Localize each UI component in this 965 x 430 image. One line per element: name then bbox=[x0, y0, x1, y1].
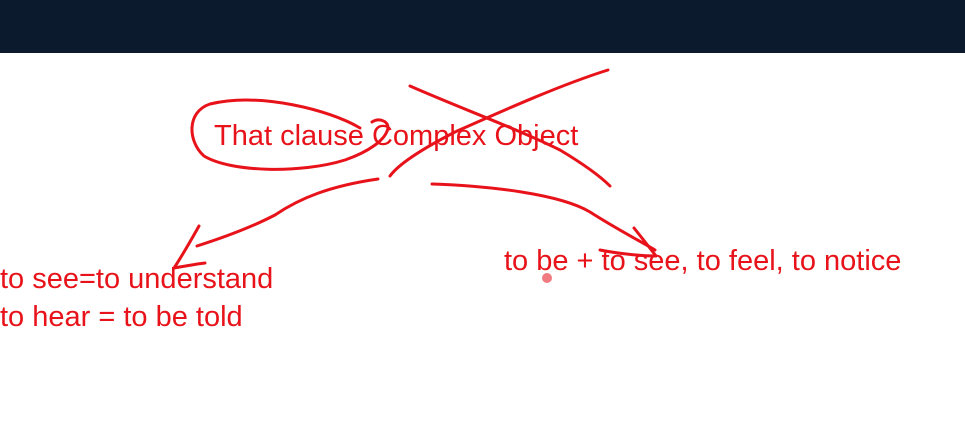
right-text: to be + to see, to feel, to notice bbox=[504, 245, 902, 277]
top-toolbar bbox=[0, 0, 965, 53]
left-text-line-2: to hear = to be told bbox=[0, 301, 243, 333]
left-text-line-1: to see=to understand bbox=[0, 263, 274, 295]
center-text: That clause Complex Object bbox=[214, 120, 579, 152]
